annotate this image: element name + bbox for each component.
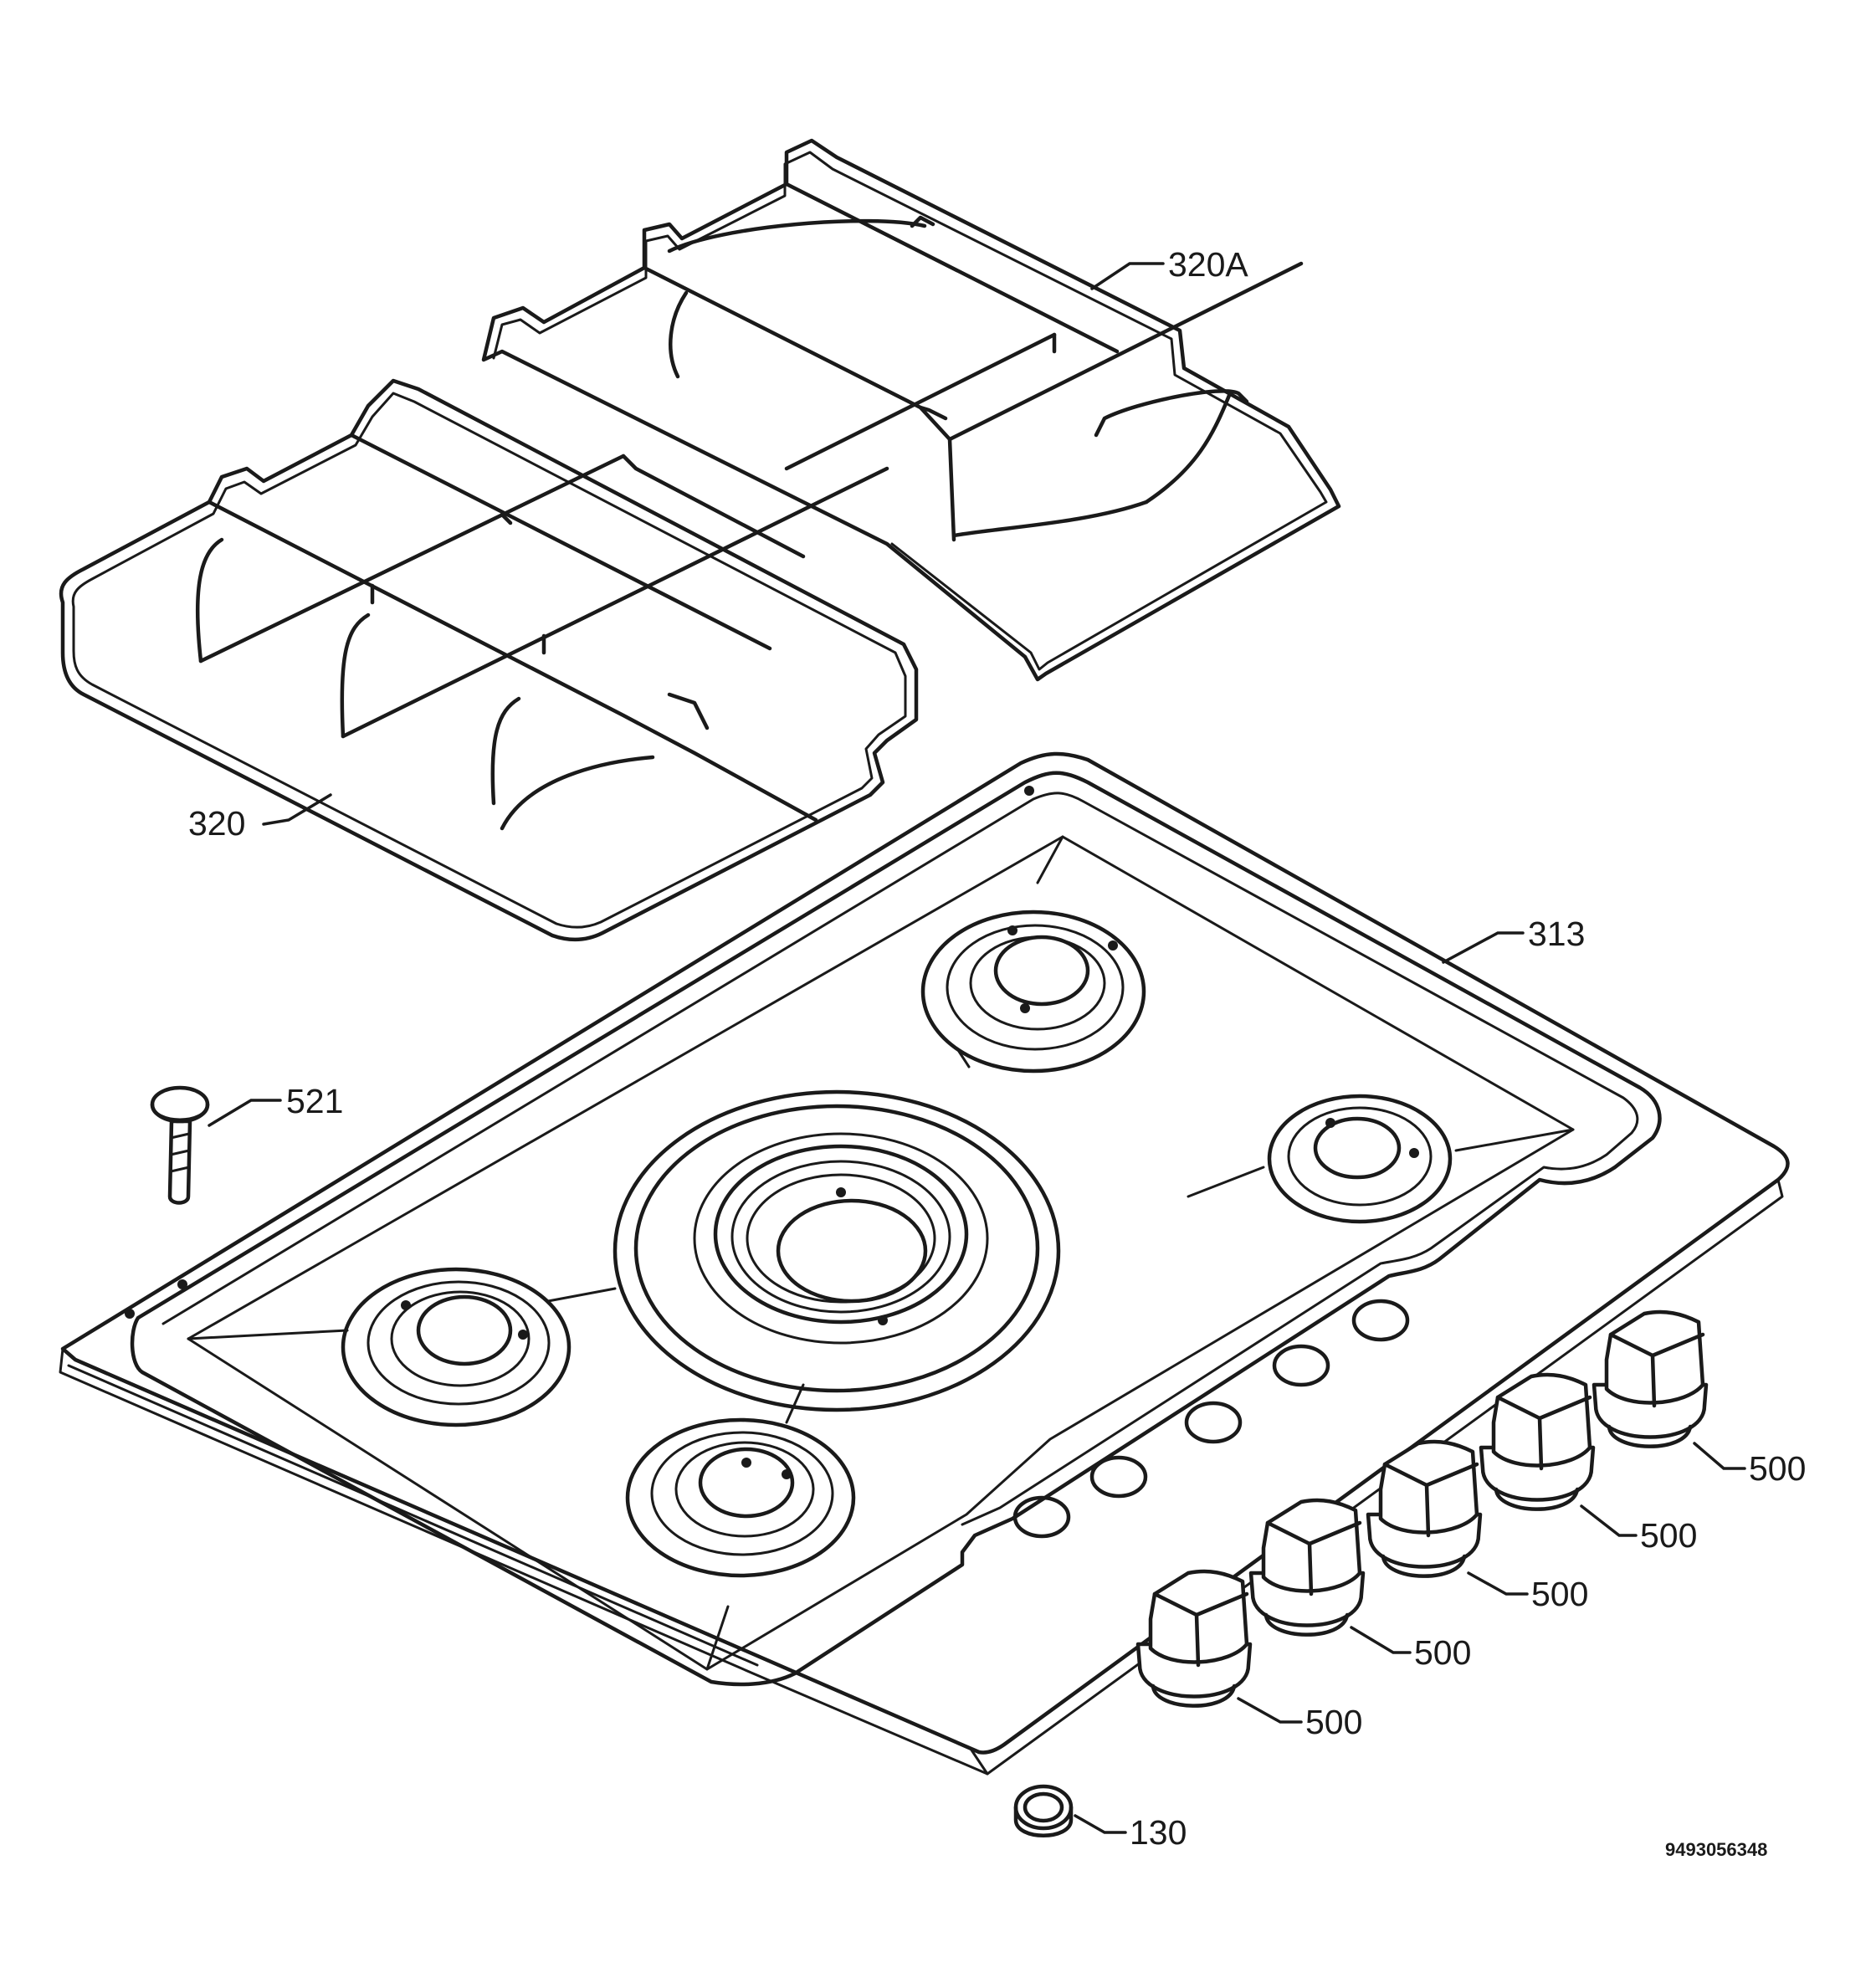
label-521: 521: [286, 1082, 343, 1120]
label-320: 320: [188, 804, 245, 843]
label-130: 130: [1130, 1813, 1187, 1852]
label-320a: 320A: [1168, 245, 1248, 284]
screw-521: [150, 1085, 210, 1205]
control-knob-1: [1135, 1569, 1253, 1708]
label-313: 313: [1528, 915, 1585, 953]
control-knob-4: [1479, 1372, 1596, 1511]
label-500-knob-1: 500: [1305, 1703, 1362, 1741]
control-knob-2: [1248, 1498, 1366, 1637]
pan-support-320: [59, 378, 919, 942]
hob-313: [59, 751, 1790, 1776]
control-knob-3: [1366, 1439, 1483, 1578]
pan-support-320a: [481, 138, 1341, 682]
seal-ring-130: [1013, 1784, 1074, 1837]
label-500-knob-2: 500: [1414, 1633, 1471, 1672]
document-number: 9493056348: [1665, 1839, 1767, 1860]
leader-lines: [208, 262, 1746, 1834]
label-500-knob-5: 500: [1749, 1449, 1806, 1488]
label-500-knob-3: 500: [1531, 1575, 1588, 1613]
label-500-knob-4: 500: [1640, 1516, 1697, 1555]
control-knob-5: [1592, 1309, 1709, 1448]
part-labels: 320A 320 313 521 500 500 500 500 500 130…: [188, 245, 1806, 1860]
